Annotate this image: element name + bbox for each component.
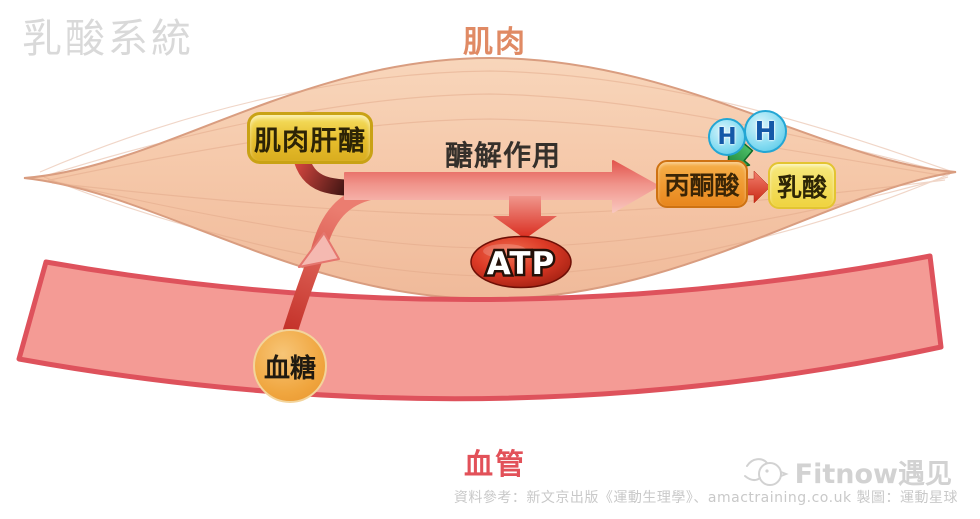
lactate-node: 乳酸 [768,162,836,209]
footer-credit: 資料參考：新文京出版《運動生理學》、amactraining.co.uk 製圖：… [453,490,958,506]
atp-label: ATP [487,246,555,282]
glycolysis-label: 醣解作用 [445,139,562,172]
lactate-label: 乳酸 [776,172,827,202]
hydrogen-2-label: H [754,116,777,147]
atp-node: ATP [470,235,572,289]
page-title: 乳酸系統 [22,16,194,62]
hydrogen-1-label: H [717,124,737,150]
glycogen-node: 肌肉肝醣 [247,112,373,164]
glucose-arrowhead [298,232,340,268]
pyruvate-node: 丙酮酸 [656,160,748,208]
hydrogen-ion-2: H [744,110,787,153]
glucose-node: 血糖 [253,329,327,403]
pyruvate-label: 丙酮酸 [664,171,740,200]
fitnow-bird-icon [743,457,789,486]
atp-arrow [493,196,557,239]
watermark: Fitnow遇见 [743,452,952,491]
glucose-label: 血糖 [263,353,316,384]
vessel-region-label: 血管 [463,447,526,481]
hydrogen-ion-1: H [708,118,746,156]
glycogen-label: 肌肉肝醣 [254,125,366,157]
muscle-region-label: 肌肉 [463,25,527,60]
watermark-text: Fitnow遇见 [794,459,952,490]
glycolysis-arrow [344,160,659,213]
